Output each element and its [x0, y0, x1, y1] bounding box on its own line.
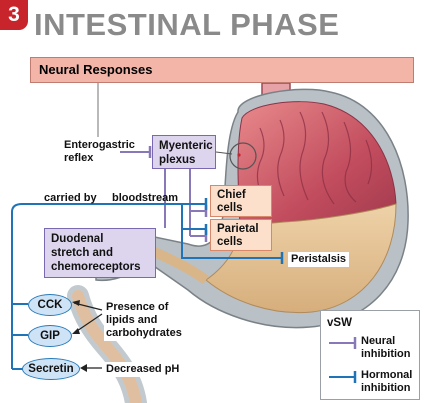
legend-hormonal-line-2: inhibition [361, 382, 411, 394]
chief-cells-box: Chief cells [210, 185, 272, 217]
presence-to-gip-arrow [73, 313, 103, 334]
bloodstream-to-parietal [181, 204, 206, 230]
legend-neural-line-2: inhibition [361, 348, 411, 360]
secretin-oval: Secretin [22, 358, 80, 380]
presence-label: Presence of lipids and carbohydrates [104, 300, 184, 341]
enterogastric-reflex-line-2: reflex [64, 152, 94, 164]
parietal-cells-line-1: Parietal [217, 223, 259, 235]
legend-neural-line-1: Neural [361, 335, 396, 347]
step-number-badge: 3 [0, 0, 28, 30]
presence-line-2: lipids and [106, 314, 158, 326]
enterogastric-reflex-label: Enterogastric reflex [64, 139, 135, 165]
small-intestine-inner [72, 290, 142, 403]
legend-hormonal-line-1: Hormonal [361, 369, 413, 381]
legend-hormonal-label: Hormonal inhibition [361, 369, 412, 395]
enterogastric-reflex-line-1: Enterogastric [64, 139, 135, 151]
legend-neural-label: Neural inhibition [361, 335, 410, 361]
duodenal-line-1: Duodenal [51, 233, 104, 245]
duodenal-line-2: stretch and [51, 247, 113, 259]
legend-title: vSW [327, 317, 352, 329]
bloodstream-line [11, 203, 206, 369]
legend-swatches [329, 337, 357, 383]
duodenal-line-3: chemoreceptors [51, 261, 141, 273]
presence-line-1: Presence of [106, 301, 169, 313]
chief-cells-line-1: Chief [217, 189, 246, 201]
page-title: INTESTINAL PHASE [34, 7, 340, 42]
neural-responses-bar: Neural Responses [30, 57, 414, 83]
myenteric-plexus-line-2: plexus [159, 154, 196, 166]
decreased-ph-label: Decreased pH [104, 362, 182, 377]
bloodstream-to-peristalsis [181, 229, 282, 259]
carried-by-label: carried by [44, 192, 97, 204]
myenteric-plexus-box: Myenteric plexus [152, 135, 216, 169]
myenteric-plexus-line-1: Myenteric [159, 140, 213, 152]
magnifier-dot [237, 153, 241, 157]
plexus-to-circle [215, 151, 233, 155]
presence-line-3: carbohydrates [106, 327, 182, 339]
gip-oval: GIP [28, 325, 72, 347]
duodenal-receptors-box: Duodenal stretch and chemoreceptors [44, 228, 156, 278]
arrowhead-gip [72, 328, 80, 334]
magnifier-circle [229, 142, 257, 170]
parietal-cells-line-2: cells [217, 236, 243, 248]
chief-cells-line-2: cells [217, 202, 243, 214]
peristalsis-label: Peristalsis [288, 252, 350, 267]
bloodstream-label: bloodstream [112, 192, 179, 204]
parietal-cells-box: Parietal cells [210, 219, 272, 251]
arrowhead-secretin [80, 364, 87, 372]
legend: vSW Neural inhibition Hormonal inhibitio… [320, 310, 420, 400]
arrowhead-cck [72, 300, 80, 306]
cck-oval: CCK [28, 294, 72, 316]
